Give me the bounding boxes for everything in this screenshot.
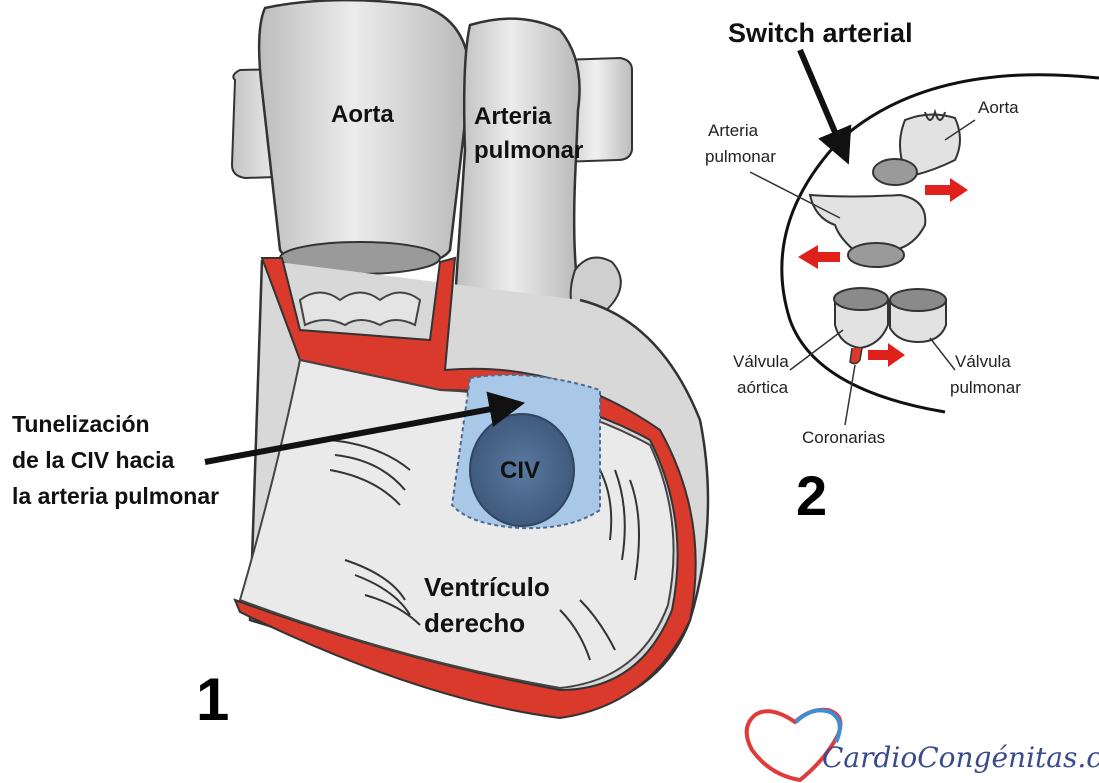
switch-aorta-opening — [873, 159, 917, 185]
logo: CardioCongénitas.com.ar — [747, 710, 1099, 780]
red-arrow-left — [798, 245, 840, 269]
switch-pulmonary-label-line1: Arteria — [708, 121, 759, 140]
aortic-valve-label-line2: aórtica — [737, 378, 789, 397]
panel-2-switch: Switch arterial Aorta Arteria — [705, 18, 1099, 527]
aortic-valve-cusps — [300, 293, 420, 326]
red-arrow-right-top — [925, 178, 968, 202]
pulmonary-label-line2: pulmonar — [474, 137, 583, 164]
panel-1-heart: Aorta Arteria pulmonar CIV Ventrículo de… — [12, 0, 708, 733]
panel-1-number: 1 — [196, 666, 229, 733]
logo-heart-accent — [796, 710, 840, 742]
panel-2-number: 2 — [796, 464, 827, 527]
aortic-valve-label-line1: Válvula — [733, 352, 789, 371]
pulmonary-valve-label-line1: Válvula — [955, 352, 1011, 371]
civ-label: CIV — [500, 457, 540, 484]
aorta-label: Aorta — [331, 101, 394, 128]
tunnel-label-line3: la arteria pulmonar — [12, 483, 219, 509]
switch-pulmonary-label-line2: pulmonar — [705, 147, 776, 166]
ventricle-label-line2: derecho — [424, 608, 525, 638]
aortic-valve-rim — [834, 288, 888, 310]
switch-title: Switch arterial — [728, 18, 913, 48]
logo-text: CardioCongénitas.com.ar — [822, 741, 1099, 774]
tunnel-label-line1: Tunelización — [12, 411, 150, 437]
ventricle-label-line1: Ventrículo — [424, 572, 550, 602]
pulmonary-valve-label-line2: pulmonar — [950, 378, 1021, 397]
switch-pulmonary-opening — [848, 243, 904, 267]
aorta-vessel — [259, 0, 470, 268]
coronary-buttons — [850, 348, 862, 364]
switch-aorta-label: Aorta — [978, 98, 1019, 117]
pulmonary-label-line1: Arteria — [474, 103, 552, 130]
red-arrow-right-bottom — [868, 343, 905, 367]
pulmonary-valve-rim — [890, 289, 946, 311]
tunnel-label-line2: de la CIV hacia — [12, 447, 175, 473]
coronaries-label: Coronarias — [802, 428, 885, 447]
